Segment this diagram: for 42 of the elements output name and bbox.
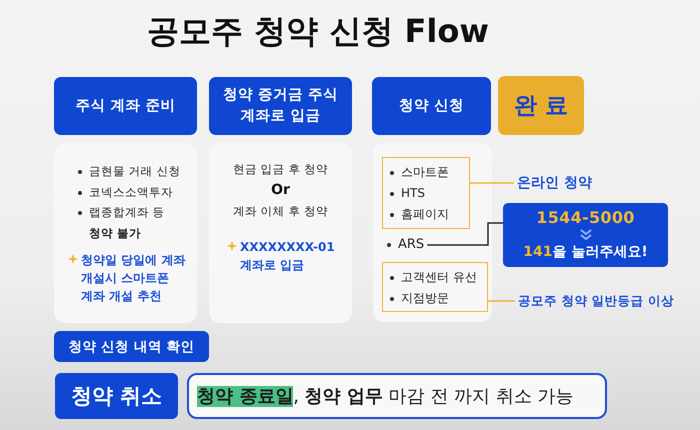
instruction-text: 141을 눌러주세요! [523,243,648,262]
list-item: 스마트폰 [388,162,469,183]
group-frame [382,157,470,229]
content-card [209,143,352,323]
group-frame [382,262,488,312]
connector-line [427,222,503,246]
list-item: 지점방문 [388,288,487,309]
list-item: 홈페이지 [388,204,469,225]
list-item: 랩종합계좌 등 청약 불가 [76,202,193,243]
step-header [54,77,197,135]
note-text: 청약일 당일에 계좌 개설시 스마트폰 계좌 개설 추천 [81,252,186,305]
title: 공모주 청약 신청 Flow [147,12,489,50]
list-item: HTS [388,183,469,204]
content-card [54,143,197,323]
connector-line [488,300,515,302]
content-card [373,143,492,322]
step-header [209,77,352,135]
status-text: 완 료 [514,92,568,120]
list-item: 코넥스소액투자 [76,182,193,202]
cancel-tile [55,373,178,419]
step-title: 청약 증거금 주식 계좌로 입금 [222,86,340,126]
list-item: 고객센터 유선 [388,267,487,288]
phone-info-panel [503,203,668,267]
connector-line [470,182,514,184]
step-title: 주식 계좌 준비 [75,96,176,116]
completion-tile [498,76,584,135]
list-item: ARS [385,236,424,254]
card-text: 계좌 이체 후 청약 [232,203,329,220]
cancel-text: 청약 취소 [70,383,162,410]
list-item: 금현물 거래 신청 [76,161,193,182]
note-text: XXXXXXXX-01 계좌로 입금 [240,239,336,274]
step-header [372,77,491,135]
history-check-tab [54,331,209,362]
phone-number: 1544-5000 [536,207,635,229]
annotation-text: 공모주 청약 일반등급 이상 [518,292,674,310]
card-text: 현금 입금 후 청약 [232,161,329,178]
cancel-note-panel [187,373,607,419]
step-title: 청약 신청 [398,96,464,116]
conjunction-text: Or [270,181,291,200]
tab-text: 청약 신청 내역 확인 [68,338,195,356]
annotation-text: 온라인 청약 [517,174,592,192]
note-text: 청약 종료일, 청약 업무 마감 전 까지 취소 가능 [197,385,574,408]
